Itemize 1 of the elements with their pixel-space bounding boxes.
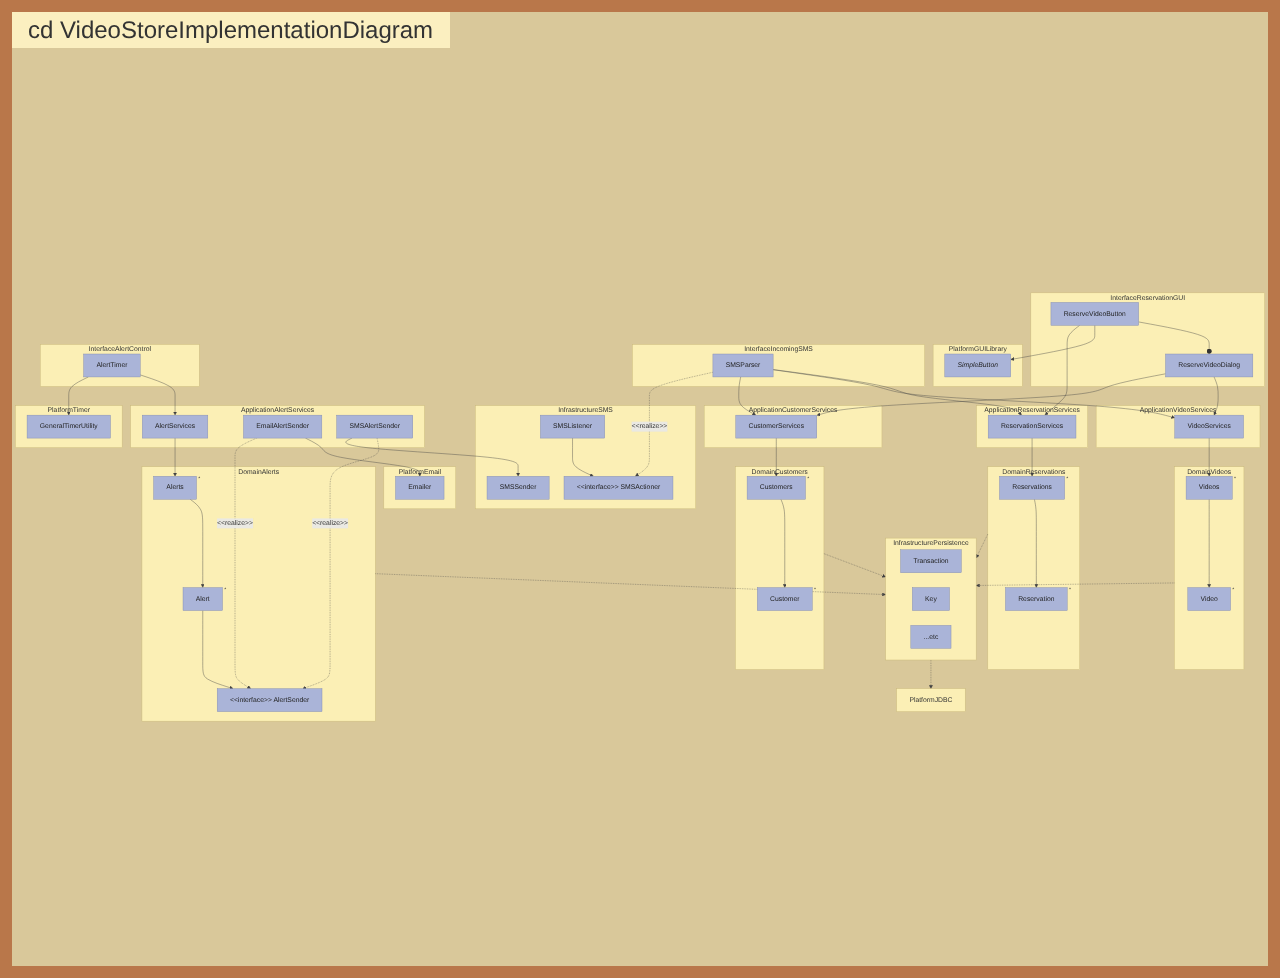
diagram-title: cd VideoStoreImplementationDiagram (12, 12, 450, 48)
